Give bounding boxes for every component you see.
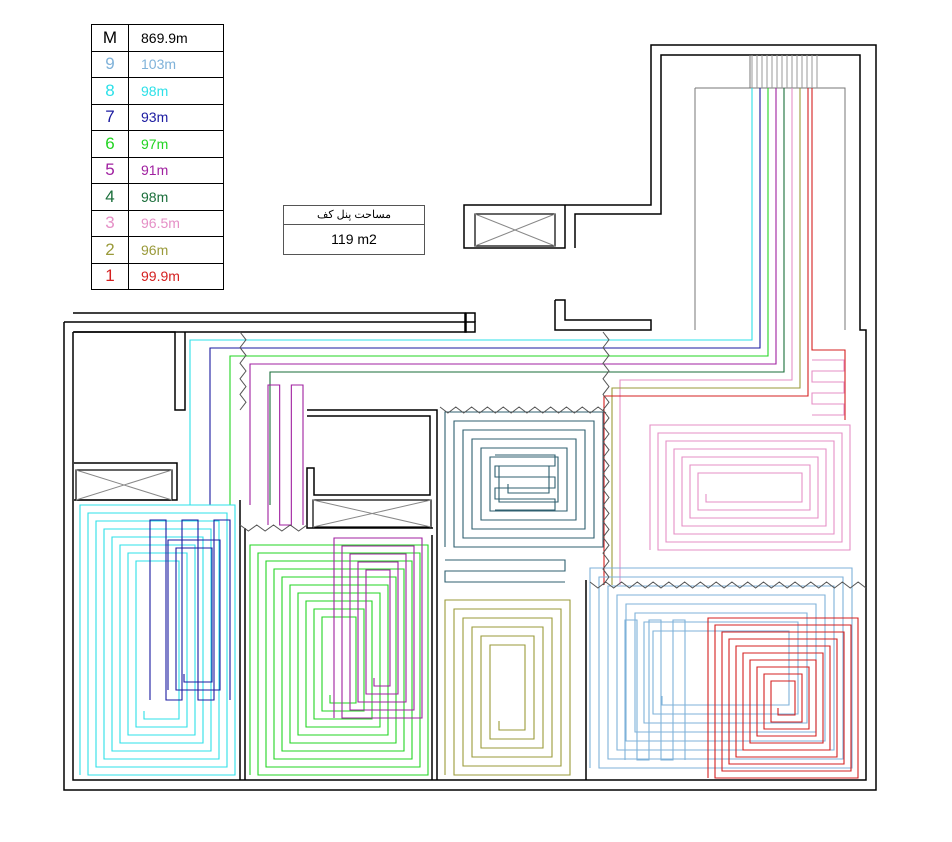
legend-loop-length: 97m	[128, 130, 224, 158]
loop-4-teal-lower	[444, 559, 566, 583]
wall-line	[74, 331, 186, 411]
loop-2-olive	[444, 599, 571, 776]
loop-7-navy	[167, 539, 221, 691]
loop-4-teal	[444, 411, 604, 548]
wall-line	[306, 415, 433, 529]
legend-header-total: 869.9m	[128, 24, 224, 52]
zone-zigzag	[239, 524, 308, 532]
shaft-box	[75, 469, 173, 501]
legend-loop-length: 98m	[128, 183, 224, 211]
legend-loop-number: 6	[91, 130, 129, 158]
legend-loop-length: 99.9m	[128, 262, 224, 290]
loop-5-purple	[333, 537, 423, 719]
legend-loop-length: 96m	[128, 236, 224, 264]
inner-wall	[72, 54, 867, 781]
wall-line	[74, 462, 178, 501]
loop-7-navy	[149, 519, 231, 701]
shaft-diagonal	[75, 469, 173, 501]
zone-zigzag	[589, 581, 867, 589]
zone-zigzag	[602, 331, 610, 411]
supply-pipe	[619, 88, 793, 585]
supply-pipe	[209, 88, 761, 505]
loop-9-lightblue-inner	[624, 619, 686, 761]
legend-loop-length: 96.5m	[128, 209, 224, 237]
loop-3-pink-upper	[811, 359, 845, 416]
zone-zigzag	[602, 409, 610, 586]
supply-pipe	[611, 88, 801, 585]
legend-loop-number: 4	[91, 183, 129, 211]
wall-line	[554, 299, 652, 331]
shaft-box	[474, 213, 556, 247]
shaft-boxes	[75, 213, 556, 528]
floor-panel-area-box: مساحت پنل کف 119 m2	[283, 205, 425, 255]
shaft-diagonal	[474, 213, 556, 247]
zone-zigzag	[239, 331, 247, 411]
area-label: مساحت پنل کف	[284, 206, 424, 225]
zone-zigzag	[439, 406, 607, 414]
outer-wall	[63, 44, 877, 791]
supply-pipe	[269, 88, 785, 505]
loop-9-lightblue	[589, 567, 853, 769]
loop-5-purple	[267, 384, 304, 526]
supply-pipe	[811, 88, 846, 420]
legend-loop-length: 93m	[128, 103, 224, 131]
building-walls	[63, 44, 877, 791]
legend-header-row: M 869.9m	[91, 24, 224, 52]
legend-loop-length: 98m	[128, 77, 224, 105]
legend-loop-number: 7	[91, 103, 129, 131]
legend-loop-number: 3	[91, 209, 129, 237]
supply-pipe	[189, 88, 753, 505]
supply-pipe	[249, 88, 777, 505]
legend-loop-length: 91m	[128, 156, 224, 184]
supply-pipe	[229, 88, 769, 505]
shaft-diagonal	[312, 499, 432, 528]
loop-1-red	[707, 617, 859, 779]
legend-loop-number: 5	[91, 156, 129, 184]
loop-4-teal-inner	[494, 454, 556, 511]
legend-loop-number: 9	[91, 50, 129, 78]
legend-header-key: M	[91, 24, 129, 52]
legend-loop-number: 2	[91, 236, 129, 264]
wall-line	[64, 312, 476, 333]
wall-line	[73, 312, 476, 333]
zone-boundary-zigzags	[239, 331, 867, 589]
loop-3-pink	[649, 424, 851, 551]
wall-line	[307, 409, 438, 780]
loop-6-green	[249, 544, 429, 776]
area-value: 119 m2	[331, 231, 377, 247]
legend-loop-length: 103m	[128, 50, 224, 78]
shaft-box	[312, 499, 432, 528]
legend-loop-number: 8	[91, 77, 129, 105]
loop-8-cyan	[79, 504, 236, 776]
legend-loop-number: 1	[91, 262, 129, 290]
duct-line	[695, 87, 846, 330]
